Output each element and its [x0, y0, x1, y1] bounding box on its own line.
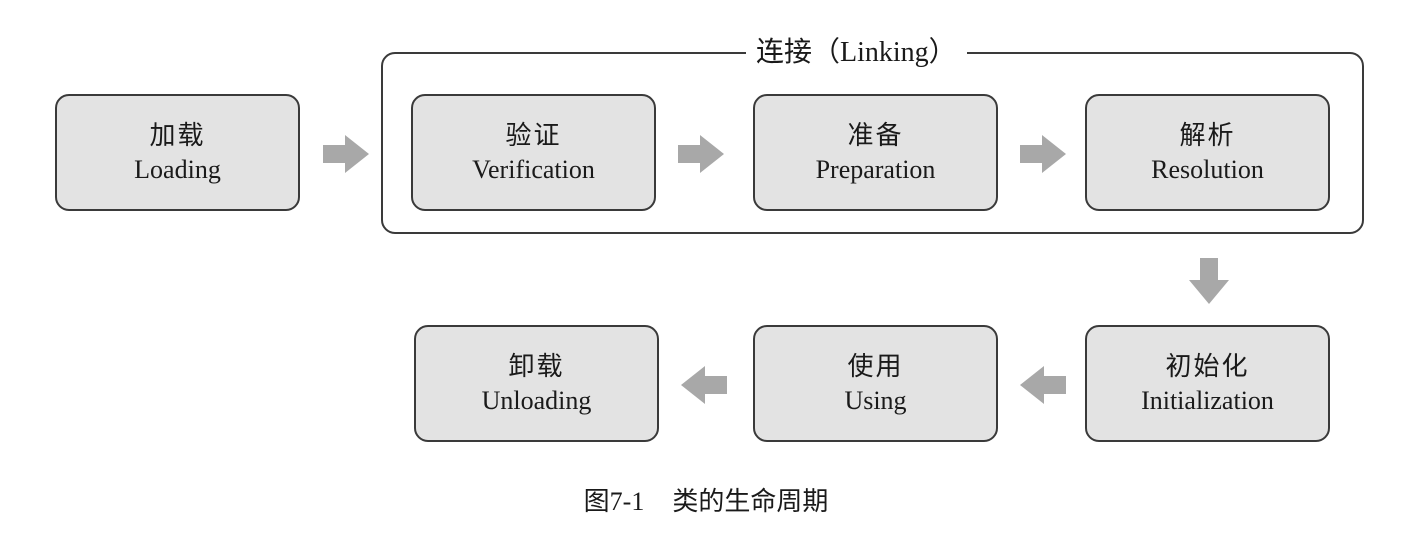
stage-loading: 加载 Loading	[55, 94, 300, 211]
stage-resolution: 解析 Resolution	[1085, 94, 1330, 211]
stage-loading-en: Loading	[134, 154, 221, 184]
arrow-right-icon	[1020, 135, 1066, 173]
arrow-right-icon	[678, 135, 724, 173]
stage-preparation: 准备 Preparation	[753, 94, 998, 211]
arrow-down-icon	[1189, 258, 1229, 304]
arrow-left-icon	[1020, 366, 1066, 404]
stage-unloading: 卸载 Unloading	[414, 325, 659, 442]
stage-unloading-en: Unloading	[481, 385, 592, 415]
arrow-left-icon	[681, 366, 727, 404]
stage-verification-en: Verification	[472, 154, 595, 184]
stage-initialization-zh: 初始化	[1165, 351, 1250, 381]
stage-using-zh: 使用	[847, 351, 904, 381]
stage-loading-zh: 加载	[149, 120, 206, 150]
stage-preparation-zh: 准备	[847, 120, 904, 150]
stage-preparation-en: Preparation	[815, 154, 936, 184]
stage-using-en: Using	[844, 385, 907, 415]
stage-unloading-zh: 卸载	[508, 351, 565, 381]
stage-verification: 验证 Verification	[411, 94, 656, 211]
figure-number: 图7-1	[583, 487, 645, 516]
stage-resolution-zh: 解析	[1179, 120, 1236, 150]
stage-resolution-en: Resolution	[1151, 154, 1264, 184]
stage-verification-zh: 验证	[505, 120, 562, 150]
stage-initialization: 初始化 Initialization	[1085, 325, 1330, 442]
stage-using: 使用 Using	[753, 325, 998, 442]
stage-initialization-en: Initialization	[1141, 385, 1274, 415]
arrow-right-icon	[323, 135, 369, 173]
figure-caption: 图7-1 类的生命周期	[0, 484, 1412, 520]
figure-title: 类的生命周期	[672, 487, 829, 516]
linking-group-label: 连接（Linking）	[746, 34, 967, 72]
